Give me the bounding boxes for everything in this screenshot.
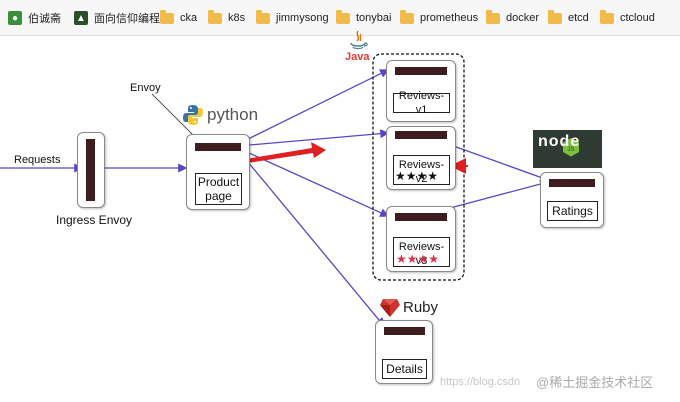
productpage-box: Product page	[186, 134, 250, 210]
bookmark-folder-cka[interactable]: cka	[160, 9, 197, 27]
bookmark-label: cka	[180, 12, 198, 24]
reviews-v2-service: Reviews-v2	[393, 155, 450, 185]
folder-icon	[548, 9, 562, 24]
reviews-v1-box: Reviews-v1	[386, 60, 456, 122]
folder-icon	[600, 9, 614, 24]
reviews-v3-proxy-bar	[395, 213, 447, 221]
bookmark-folder-prometheus[interactable]: prometheus	[400, 9, 478, 27]
reviews-v3-stars: ★★★★	[396, 252, 440, 266]
bookmark-label: tonybai	[356, 12, 392, 24]
ruby-label: Ruby	[403, 299, 439, 316]
bookinfo-diagram: Requests Ingress Envoy Envoy python Prod…	[0, 30, 680, 402]
bookmark-folder-docker[interactable]: docker	[486, 9, 539, 27]
reviews-v1-proxy-bar	[395, 67, 447, 75]
node-logo-icon: JS node	[533, 130, 602, 168]
ingress-envoy-box	[77, 132, 105, 208]
ratings-proxy-bar	[549, 179, 595, 187]
requests-label: Requests	[14, 154, 61, 166]
tree-icon: ▲	[74, 11, 88, 25]
bookmark-label: jimmysong	[276, 12, 329, 24]
bookmark-bochengzhai[interactable]: ● 伯诚斋	[8, 9, 61, 27]
highlight-arrow-to-reviews	[240, 142, 326, 164]
envoy-label: Envoy	[130, 82, 161, 94]
bookmark-label: prometheus	[420, 12, 479, 24]
node-label: node	[538, 133, 581, 150]
globe-icon: ●	[8, 11, 22, 25]
bookmark-label: docker	[506, 12, 540, 24]
arrow-productpage-reviews-v1	[237, 69, 390, 145]
bookmark-label: 伯诚斋	[28, 13, 61, 25]
details-box: Details	[375, 320, 433, 384]
watermark-url: https://blog.csdn	[440, 376, 521, 388]
ingress-proxy-bar	[86, 139, 95, 201]
java-logo-icon	[346, 30, 370, 60]
bookmark-faith-programming[interactable]: ▲ 面向信仰编程	[74, 9, 160, 27]
productpage-proxy-bar	[195, 143, 241, 151]
bookmark-folder-etcd[interactable]: etcd	[548, 9, 589, 27]
folder-icon	[486, 9, 500, 24]
productpage-line1: Product	[197, 175, 240, 189]
bookmark-label: etcd	[568, 12, 589, 24]
reviews-v2-proxy-bar	[395, 131, 447, 139]
folder-icon	[336, 9, 350, 24]
reviews-v2-box: Reviews-v2 ★★★★	[386, 126, 456, 190]
folder-icon	[256, 9, 270, 24]
bookmark-label: ctcloud	[620, 12, 655, 24]
bookmark-label: k8s	[228, 12, 246, 24]
bookmark-folder-ctcloud[interactable]: ctcloud	[600, 9, 655, 27]
folder-icon	[160, 9, 174, 24]
details-service: Details	[382, 359, 427, 379]
bookmarks-bar: ● 伯诚斋 ▲ 面向信仰编程 cka k8s jimmysong tonybai…	[0, 0, 680, 36]
bookmark-label: 面向信仰编程	[94, 13, 160, 25]
python-label: python	[207, 105, 259, 124]
folder-icon	[208, 9, 222, 24]
productpage-service: Product page	[195, 173, 242, 205]
bookmark-folder-jimmysong[interactable]: jimmysong	[256, 9, 329, 27]
watermark-brand: @稀土掘金技术社区	[536, 375, 654, 390]
reviews-v1-service: Reviews-v1	[393, 90, 450, 116]
ingress-envoy-label: Ingress Envoy	[56, 213, 133, 227]
ruby-logo-icon	[379, 298, 401, 318]
bookmark-folder-k8s[interactable]: k8s	[208, 9, 245, 27]
ratings-service: Ratings	[547, 201, 598, 221]
reviews-v3-label: Reviews-v3	[398, 241, 445, 267]
python-logo-icon	[183, 104, 203, 126]
folder-icon	[400, 9, 414, 24]
productpage-line2: page	[205, 189, 232, 203]
reviews-v2-stars: ★★★★	[395, 169, 439, 183]
bookmark-folder-tonybai[interactable]: tonybai	[336, 9, 391, 27]
svg-text:JS: JS	[567, 147, 574, 153]
java-label: Java	[345, 51, 370, 63]
arrow-productpage-reviews-v2	[237, 129, 390, 147]
reviews-v3-service: Reviews-v3	[393, 237, 450, 267]
reviews-v3-box: Reviews-v3 ★★★★	[386, 206, 456, 272]
details-proxy-bar	[384, 327, 425, 335]
ratings-box: Ratings	[540, 172, 604, 228]
arrow-productpage-details	[237, 149, 385, 328]
reviews-v2-label: Reviews-v2	[398, 159, 445, 185]
